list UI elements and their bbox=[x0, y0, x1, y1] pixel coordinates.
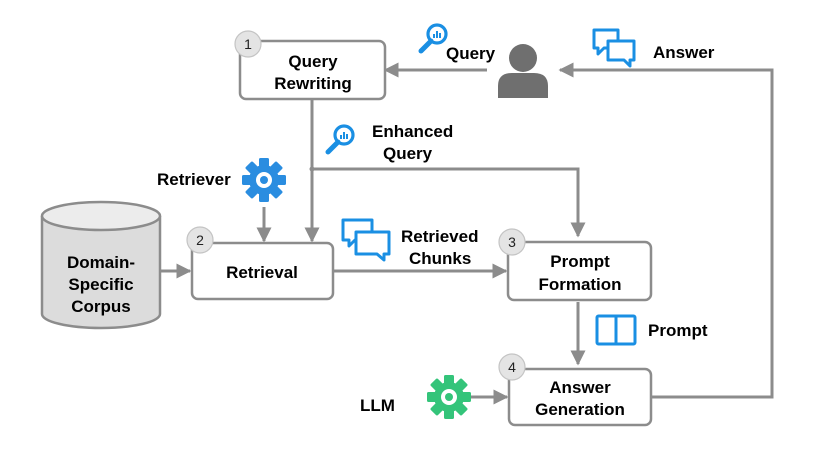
step-badge-2 bbox=[186, 226, 214, 254]
llm-label: LLM bbox=[360, 396, 395, 415]
step-badge-3 bbox=[498, 228, 526, 256]
corpus-cylinder-body bbox=[40, 216, 162, 330]
step-number-2: 2 bbox=[196, 232, 204, 248]
answer-label: Answer bbox=[653, 43, 715, 62]
junction-dot bbox=[309, 166, 315, 172]
database-icon: Domain- Specific Corpus bbox=[40, 200, 162, 330]
book-icon bbox=[595, 314, 637, 346]
prompt-formation-box bbox=[506, 240, 653, 302]
user-icon bbox=[498, 44, 548, 98]
step-badge-1 bbox=[234, 30, 262, 58]
corpus-cylinder-top bbox=[40, 200, 162, 232]
retrieval-box bbox=[190, 241, 335, 301]
step-number-3: 3 bbox=[508, 234, 516, 250]
query-rewriting-box bbox=[238, 39, 387, 101]
query-rewriting-label-2: Rewriting bbox=[274, 74, 351, 93]
step-badge-4 bbox=[498, 353, 526, 381]
query-label: Query bbox=[446, 44, 496, 63]
step-number-1: 1 bbox=[244, 36, 252, 52]
chat-bubbles-icon bbox=[592, 28, 636, 68]
corpus-label-1: Domain- bbox=[67, 253, 135, 272]
step-retrieval: 2 Retrieval bbox=[186, 226, 335, 301]
step-prompt-formation: 3 Prompt Formation bbox=[498, 228, 653, 302]
query-rewriting-label-1: Query bbox=[288, 52, 338, 71]
step-answer-generation: 4 Answer Generation bbox=[498, 353, 653, 427]
retriever-label: Retriever bbox=[157, 170, 231, 189]
prompt-formation-label-1: Prompt bbox=[550, 252, 610, 271]
retrieved-chunks-label-2: Chunks bbox=[409, 249, 471, 268]
step-number-4: 4 bbox=[508, 359, 516, 375]
gear-icon bbox=[242, 158, 286, 202]
gear-icon bbox=[427, 375, 471, 419]
enhanced-query-label-1: Enhanced bbox=[372, 122, 453, 141]
search-chart-icon bbox=[325, 124, 355, 155]
retrieval-label: Retrieval bbox=[226, 263, 298, 282]
search-chart-icon bbox=[418, 23, 448, 54]
corpus-label-2: Specific bbox=[68, 275, 133, 294]
prompt-label: Prompt bbox=[648, 321, 708, 340]
answer-generation-label-2: Generation bbox=[535, 400, 625, 419]
retrieved-chunks-label-1: Retrieved bbox=[401, 227, 478, 246]
enhanced-query-label-2: Query bbox=[383, 144, 433, 163]
step-query-rewriting: 1 Query Rewriting bbox=[234, 30, 387, 101]
corpus-label-3: Corpus bbox=[71, 297, 131, 316]
arrow-enhanced-to-prompt bbox=[312, 167, 586, 238]
answer-generation-box bbox=[507, 367, 653, 427]
connectors bbox=[160, 62, 774, 405]
prompt-formation-label-2: Formation bbox=[538, 275, 621, 294]
chat-bubbles-icon bbox=[341, 218, 391, 262]
answer-generation-label-1: Answer bbox=[549, 378, 611, 397]
arrow-generation-to-user bbox=[558, 62, 774, 399]
